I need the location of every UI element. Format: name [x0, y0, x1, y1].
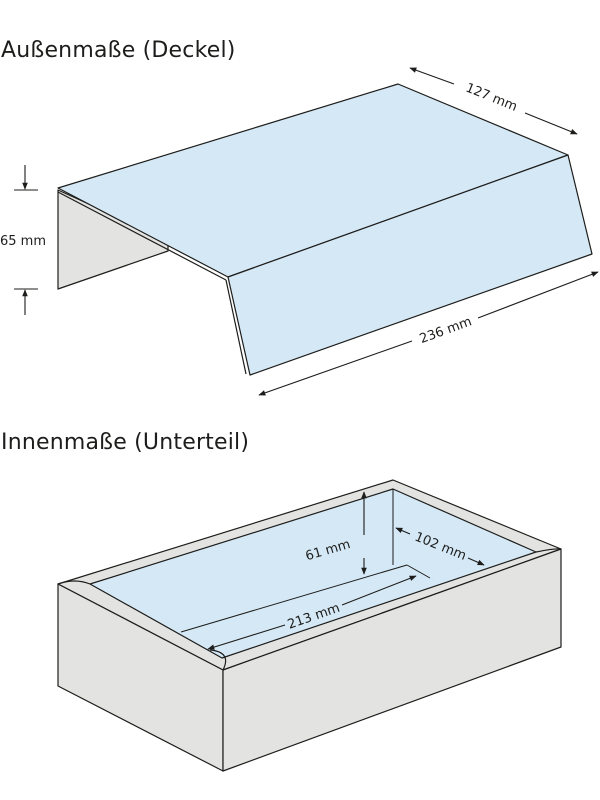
- dimension-arrow: [341, 575, 417, 606]
- dimension-arrow: [207, 624, 286, 650]
- base-front-wall: [222, 548, 562, 772]
- dimension-arrow: [467, 557, 485, 566]
- lid-height-label: 65 mm: [0, 234, 46, 249]
- lid-edge-line: [57, 191, 227, 281]
- lid-depth-label: 127 mm: [463, 81, 519, 115]
- dimension-arrow: [258, 340, 413, 396]
- lid-height-dimension: 65 mm: [0, 165, 46, 315]
- lid-length-label: 236 mm: [418, 314, 474, 347]
- lid-title: Außenmaße (Deckel): [1, 38, 236, 63]
- base-floor-edge: [180, 564, 408, 633]
- base-floor-edge: [406, 564, 431, 579]
- base-rim-corner: [209, 649, 227, 671]
- dimension-arrow: [477, 271, 599, 319]
- base-title: Innenmaße (Unterteil): [1, 430, 250, 455]
- dimension-arrow: [409, 67, 455, 85]
- dimension-arrow: [395, 527, 411, 535]
- base-drawing: [57, 479, 562, 772]
- base-rim-corner: [57, 580, 91, 585]
- lid-front-panel: [227, 154, 593, 376]
- dimension-arrow: [524, 112, 578, 135]
- lid-drawing: [57, 83, 593, 376]
- lid-edge-line: [225, 279, 247, 375]
